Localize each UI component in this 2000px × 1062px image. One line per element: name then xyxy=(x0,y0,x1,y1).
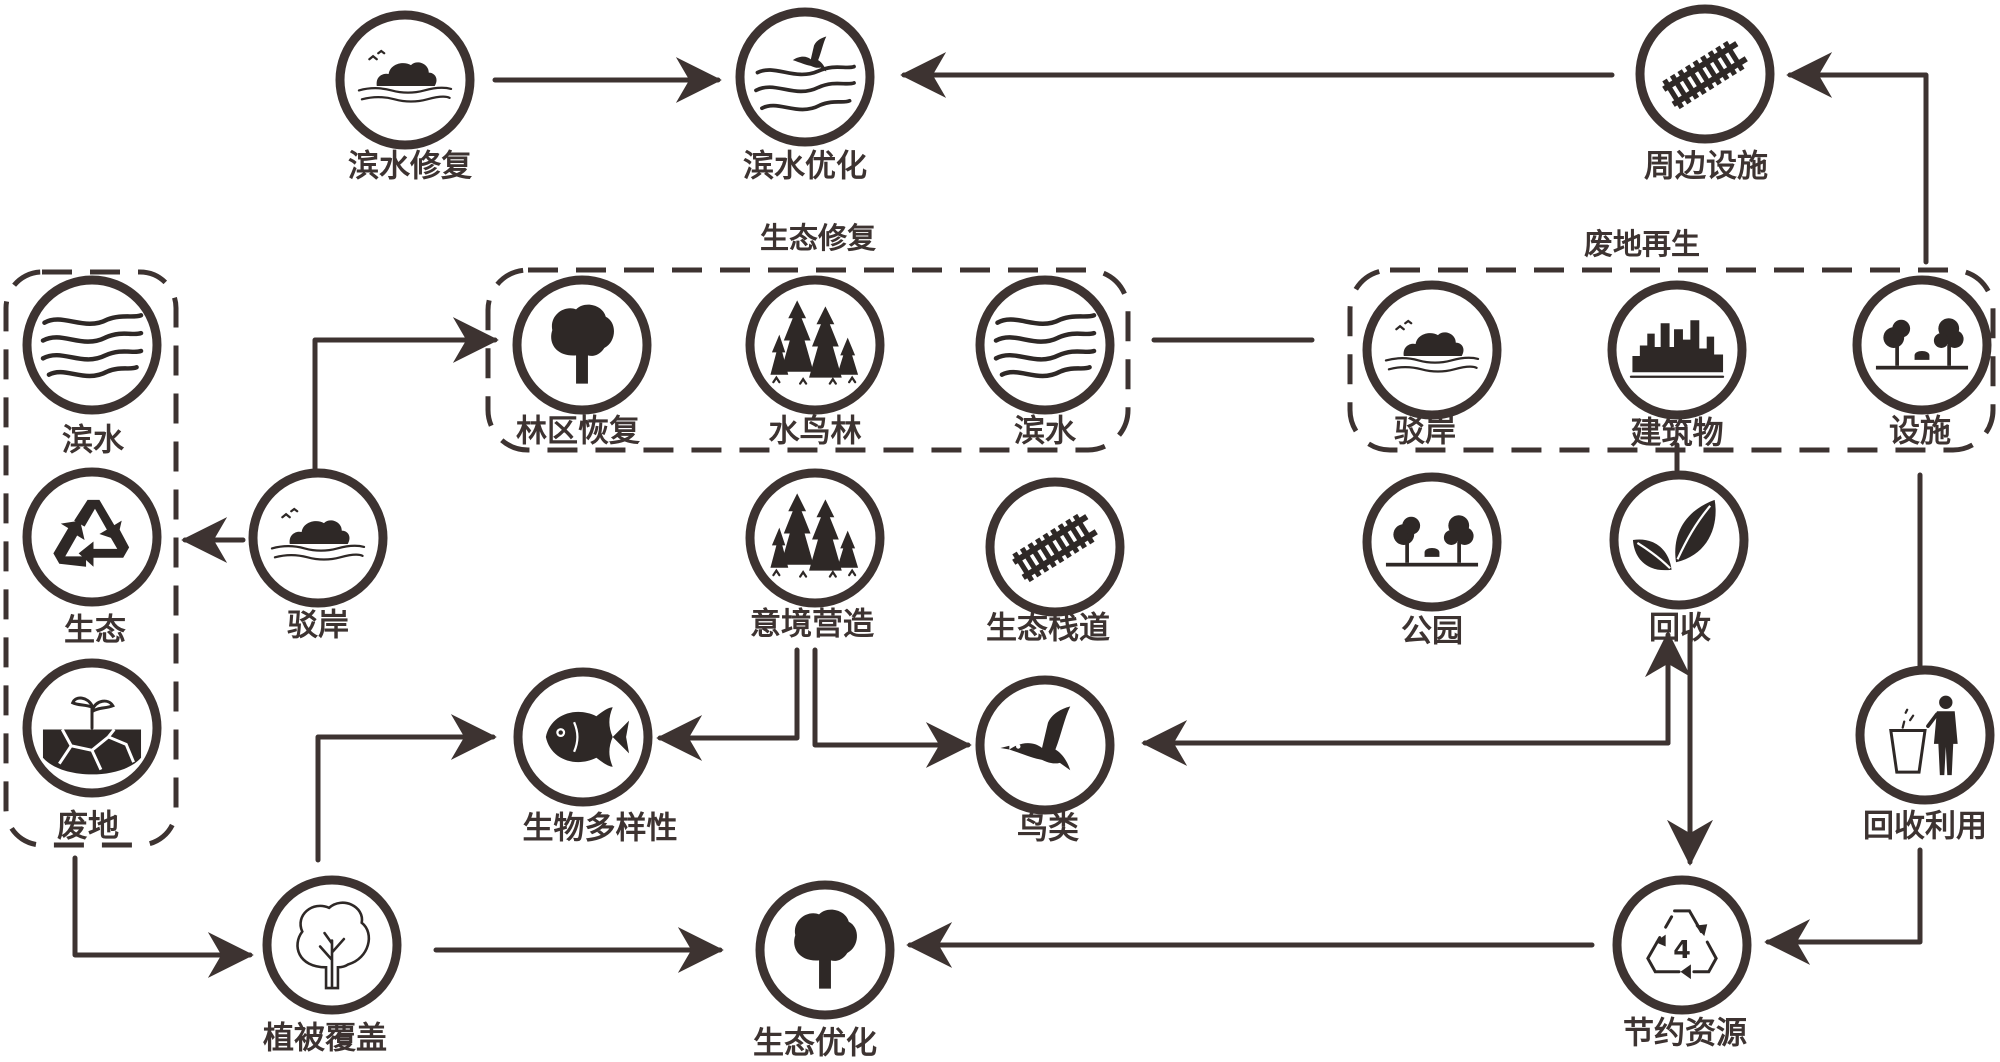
node-shengtai-zhandao: 生态栈道 xyxy=(985,477,1125,647)
node-label: 滨水 xyxy=(62,423,125,459)
node-label: 生态优化 xyxy=(753,1026,877,1062)
node-label: 林区恢复 xyxy=(516,414,640,450)
node-binshui-youhua: 滨水优化 xyxy=(735,7,875,185)
node-boan-right: 驳岸 xyxy=(1362,280,1502,450)
node-boan-mid: 驳岸 xyxy=(248,468,388,644)
node-label: 节约资源 xyxy=(1623,1016,1747,1052)
connectors xyxy=(72,52,1929,978)
node-shengtai-youhua: 生态优化 xyxy=(753,880,895,1062)
group-box-left xyxy=(3,269,179,848)
node-binshui-mid: 滨水 xyxy=(975,275,1115,450)
group-title-feidi-zaisheng: 废地再生 xyxy=(1584,227,1700,261)
node-label: 滨水 xyxy=(1014,414,1077,450)
node-zhoubian-sheshi: 周边设施 xyxy=(1635,4,1775,185)
node-label: 生态栈道 xyxy=(986,611,1110,647)
node-label: 生物多样性 xyxy=(523,811,678,847)
node-label: 建筑物 xyxy=(1631,416,1724,452)
node-huishou-liyong: 回收利用 xyxy=(1855,665,1995,845)
node-gongyuan: 公园 xyxy=(1362,472,1502,650)
node-yijing-yingzao: 意境营造 xyxy=(745,468,885,643)
node-label: 植被覆盖 xyxy=(263,1021,387,1057)
node-huishou: 回收 xyxy=(1609,470,1749,647)
node-label: 滨水优化 xyxy=(743,149,867,185)
node-label: 驳岸 xyxy=(287,608,349,644)
node-left-binshui: 滨水 xyxy=(22,275,162,459)
group-title-shengtai-xiufu: 生态修复 xyxy=(760,221,876,255)
node-label: 回收 xyxy=(1649,611,1711,647)
node-linqu-huifu: 林区恢复 xyxy=(512,275,652,450)
node-label: 生态 xyxy=(64,613,126,649)
node-zhibei-fugai: 植被覆盖 xyxy=(262,875,402,1057)
node-label: 设施 xyxy=(1889,414,1951,450)
node-label: 公园 xyxy=(1401,614,1463,650)
node-jianzhuwu: 建筑物 xyxy=(1607,280,1747,452)
group-box-feidi-zaisheng xyxy=(1347,267,1996,453)
node-label: 水鸟林 xyxy=(769,414,862,450)
node-shuiniaolin: 水鸟林 xyxy=(745,275,885,450)
node-jieyue-ziyuan: 节约资源 xyxy=(1612,875,1752,1052)
node-label: 废地 xyxy=(57,809,119,845)
node-left-shengtai: 生态 xyxy=(22,467,162,649)
node-sheshi: 设施 xyxy=(1852,275,1992,450)
node-binshui-xiufu: 滨水修复 xyxy=(335,10,475,185)
node-label: 滨水修复 xyxy=(348,149,472,185)
node-left-feidi: 废地 xyxy=(22,658,162,845)
node-niaolei: 鸟类 xyxy=(975,675,1115,847)
node-label: 驳岸 xyxy=(1394,414,1456,450)
node-label: 意境营造 xyxy=(750,607,874,643)
node-label: 周边设施 xyxy=(1644,149,1768,185)
node-shengwu-duoyang: 生物多样性 xyxy=(513,667,678,847)
node-label: 回收利用 xyxy=(1863,809,1987,845)
node-label: 鸟类 xyxy=(1017,811,1079,847)
